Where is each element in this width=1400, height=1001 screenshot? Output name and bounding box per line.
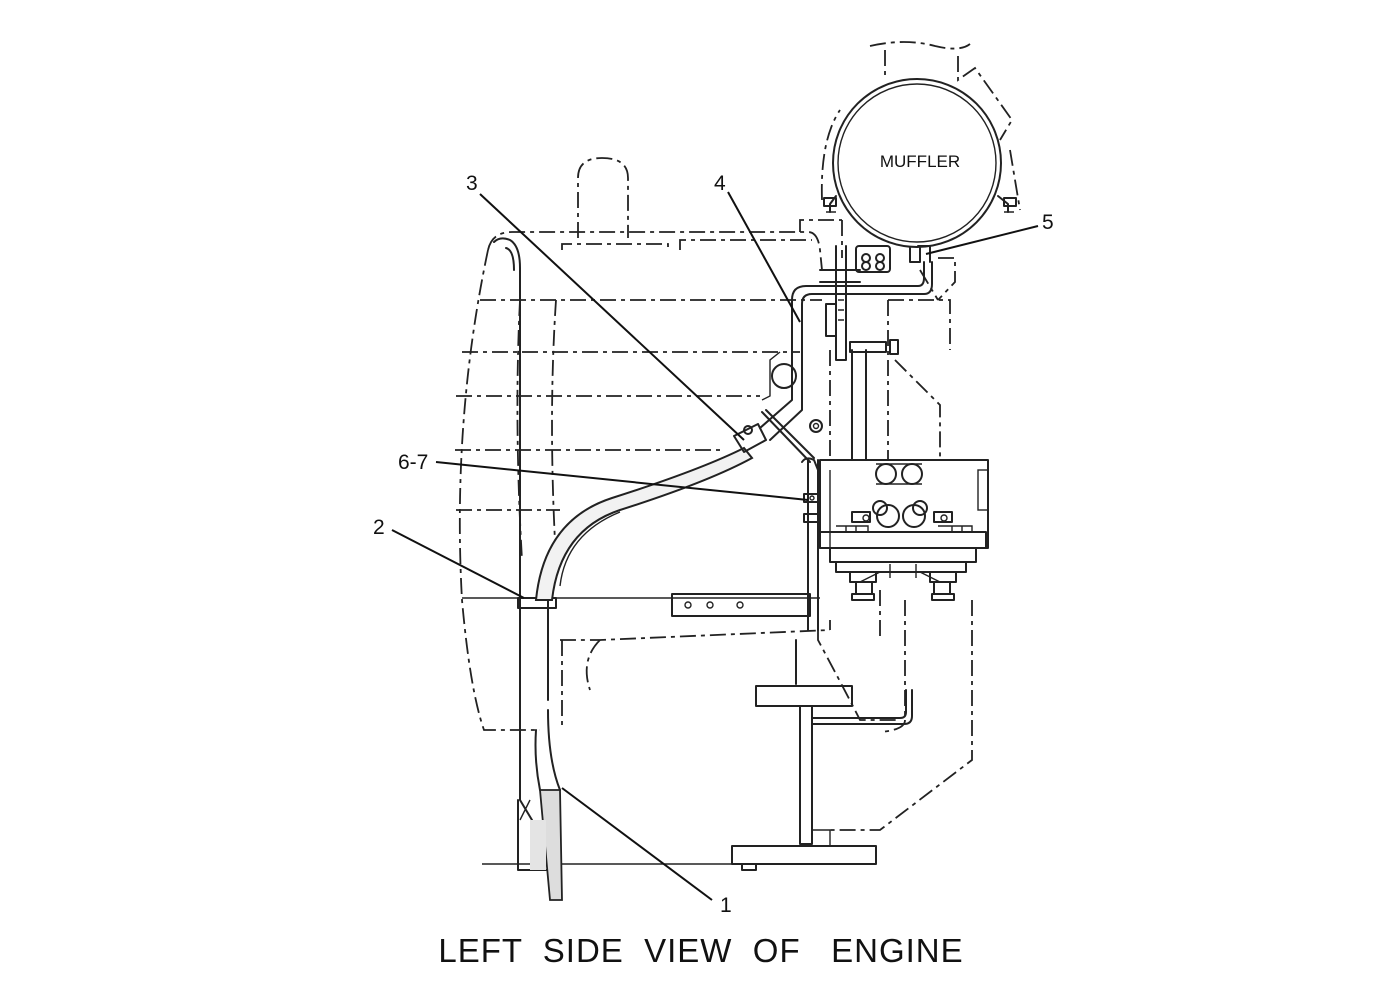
side-fasteners	[761, 303, 837, 433]
muffler-label: MUFFLER	[880, 152, 960, 171]
muffler: MUFFLER	[823, 78, 1017, 248]
diagram-caption: LEFT SIDE VIEW OF ENGINE	[438, 932, 963, 969]
dipstick-tube	[493, 237, 563, 901]
callout-4: 4	[714, 172, 726, 195]
callout-numbers: 3 4 5 6-7 2 1	[373, 172, 1054, 917]
support-column	[671, 349, 913, 871]
callout-2: 2	[373, 516, 385, 539]
clip-assembly	[803, 469, 821, 533]
front-cover	[819, 459, 989, 549]
pulley-assembly	[819, 525, 987, 601]
engine-block-outline	[455, 157, 973, 831]
breather-hose	[534, 261, 933, 601]
leader-lines	[391, 191, 1039, 901]
callout-1: 1	[720, 894, 732, 917]
callout-3: 3	[466, 172, 478, 195]
exhaust-outlet-bracket	[819, 245, 931, 361]
callout-5: 5	[1042, 211, 1054, 234]
callout-6-7: 6-7	[398, 451, 428, 474]
